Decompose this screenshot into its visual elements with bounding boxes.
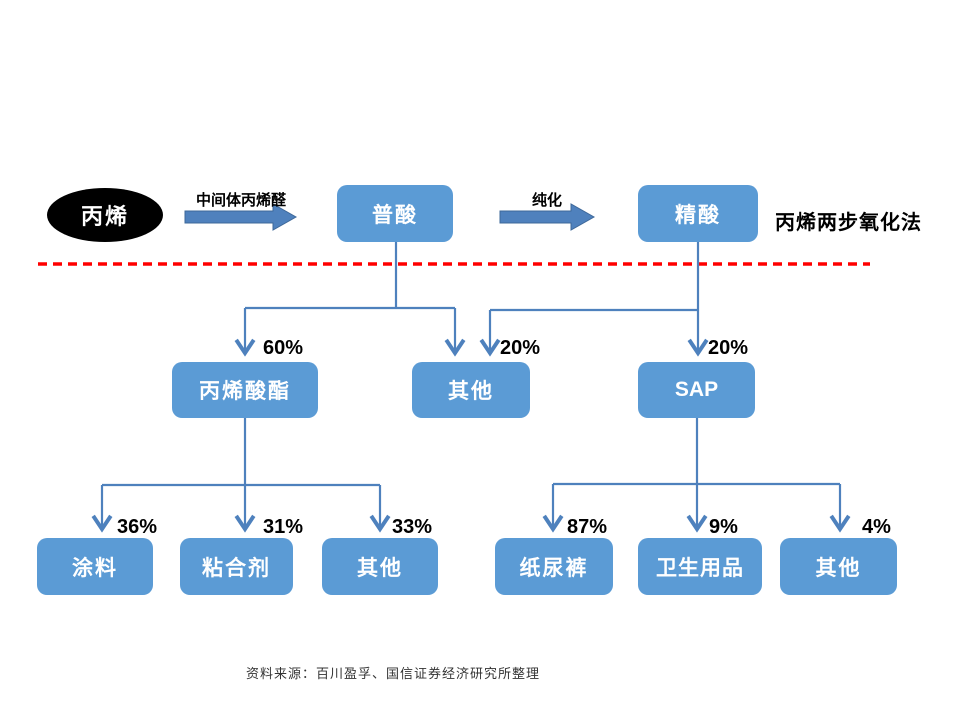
share-other-right: 4% <box>862 516 891 538</box>
acrylate-children-connectors <box>91 418 391 533</box>
share-coating: 36% <box>117 516 158 538</box>
share-hygiene: 9% <box>709 516 738 538</box>
share-diaper: 87% <box>567 516 608 538</box>
node-other-right: 其他 <box>780 538 897 595</box>
node-sap: SAP <box>638 362 755 418</box>
share-other-mid: 20% <box>500 337 541 359</box>
share-sap: 20% <box>708 337 749 359</box>
share-adhesive: 31% <box>263 516 304 538</box>
sap-children-connectors <box>542 418 851 533</box>
crude-acid-connectors <box>234 242 466 357</box>
arrow2-label: 纯化 <box>531 192 562 209</box>
refined-acid-connectors <box>479 242 709 357</box>
node-crude-acid: 普酸 <box>337 185 453 242</box>
arrow1-label: 中间体丙烯醛 <box>195 192 286 209</box>
block-arrow-intermediate <box>184 203 298 231</box>
node-acrylate: 丙烯酸酯 <box>172 362 318 418</box>
node-hygiene: 卫生用品 <box>638 538 762 595</box>
share-acrylate: 60% <box>263 337 304 359</box>
node-other-left: 其他 <box>322 538 438 595</box>
share-other-left: 33% <box>392 516 433 538</box>
node-propylene: 丙烯 <box>47 188 163 242</box>
node-adhesive: 粘合剂 <box>180 538 293 595</box>
method-note: 丙烯两步氧化法 <box>775 212 922 234</box>
block-arrow-purification <box>499 203 596 231</box>
node-refined-acid: 精酸 <box>638 185 758 242</box>
node-coating: 涂料 <box>37 538 153 595</box>
source-note: 资料来源：百川盈孚、国信证券经济研究所整理 <box>246 666 541 681</box>
node-diaper: 纸尿裤 <box>495 538 613 595</box>
node-other-mid: 其他 <box>412 362 530 418</box>
